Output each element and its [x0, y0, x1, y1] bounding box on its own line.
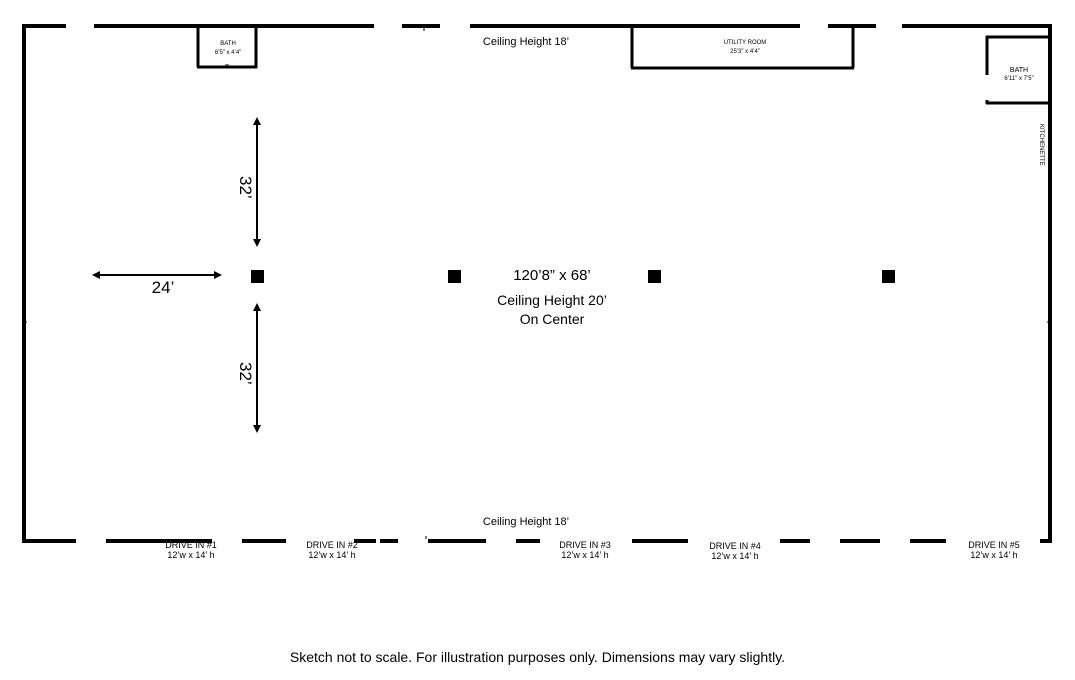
dimension-up-label: 32’ [236, 176, 255, 199]
utility-room-label: UTILITY ROOM [723, 40, 767, 46]
dimension-down-label: 32’ [236, 362, 255, 385]
drive-in-2-size: 12’w x 14’ h [308, 550, 356, 560]
ceiling-height-bottom: Ceiling Height 18’ [482, 516, 570, 528]
disclaimer-note: Sketch not to scale. For illustration pu… [289, 649, 786, 665]
drive-in-3-size: 12’w x 14’ h [561, 550, 609, 560]
utility-room-size: 25’3” x 4’4” [730, 49, 760, 55]
column [648, 270, 661, 283]
utility-room-walls [630, 27, 855, 70]
main-area-on-center: On Center [519, 311, 585, 327]
drive-in-5-size: 12’w x 14’ h [970, 550, 1018, 560]
bath-2-walls [985, 35, 1050, 105]
bath-1-label: BATH [220, 41, 236, 47]
dimension-arrows [92, 117, 261, 433]
dimension-left-label: 24’ [151, 278, 175, 297]
support-columns [251, 270, 895, 283]
kitchenette-label: KITCHENETTE [1038, 124, 1044, 166]
drive-in-4-label: DRIVE IN #4 [709, 541, 761, 551]
drive-in-5-label: DRIVE IN #5 [968, 540, 1020, 550]
drive-in-1-label: DRIVE IN #1 [165, 540, 217, 550]
main-area-ceiling-height: Ceiling Height 20’ [497, 292, 607, 308]
drive-in-2-label: DRIVE IN #2 [306, 540, 358, 550]
bath-2-label: BATH [1009, 67, 1029, 74]
drive-in-3-label: DRIVE IN #3 [559, 540, 611, 550]
bath-2-size: 6’11” x 7’5” [1004, 76, 1034, 82]
bath-1-size: 6’5” x 4’4” [214, 50, 242, 56]
ceiling-height-top: Ceiling Height 18’ [482, 36, 570, 48]
bath-1-walls [196, 27, 258, 69]
drive-in-4-size: 12’w x 14’ h [711, 551, 759, 561]
main-area-dimensions: 120’8” x 68’ [513, 267, 591, 284]
drive-in-1-size: 12’w x 14’ h [167, 550, 215, 560]
column [448, 270, 461, 283]
column [882, 270, 895, 283]
column [251, 270, 264, 283]
